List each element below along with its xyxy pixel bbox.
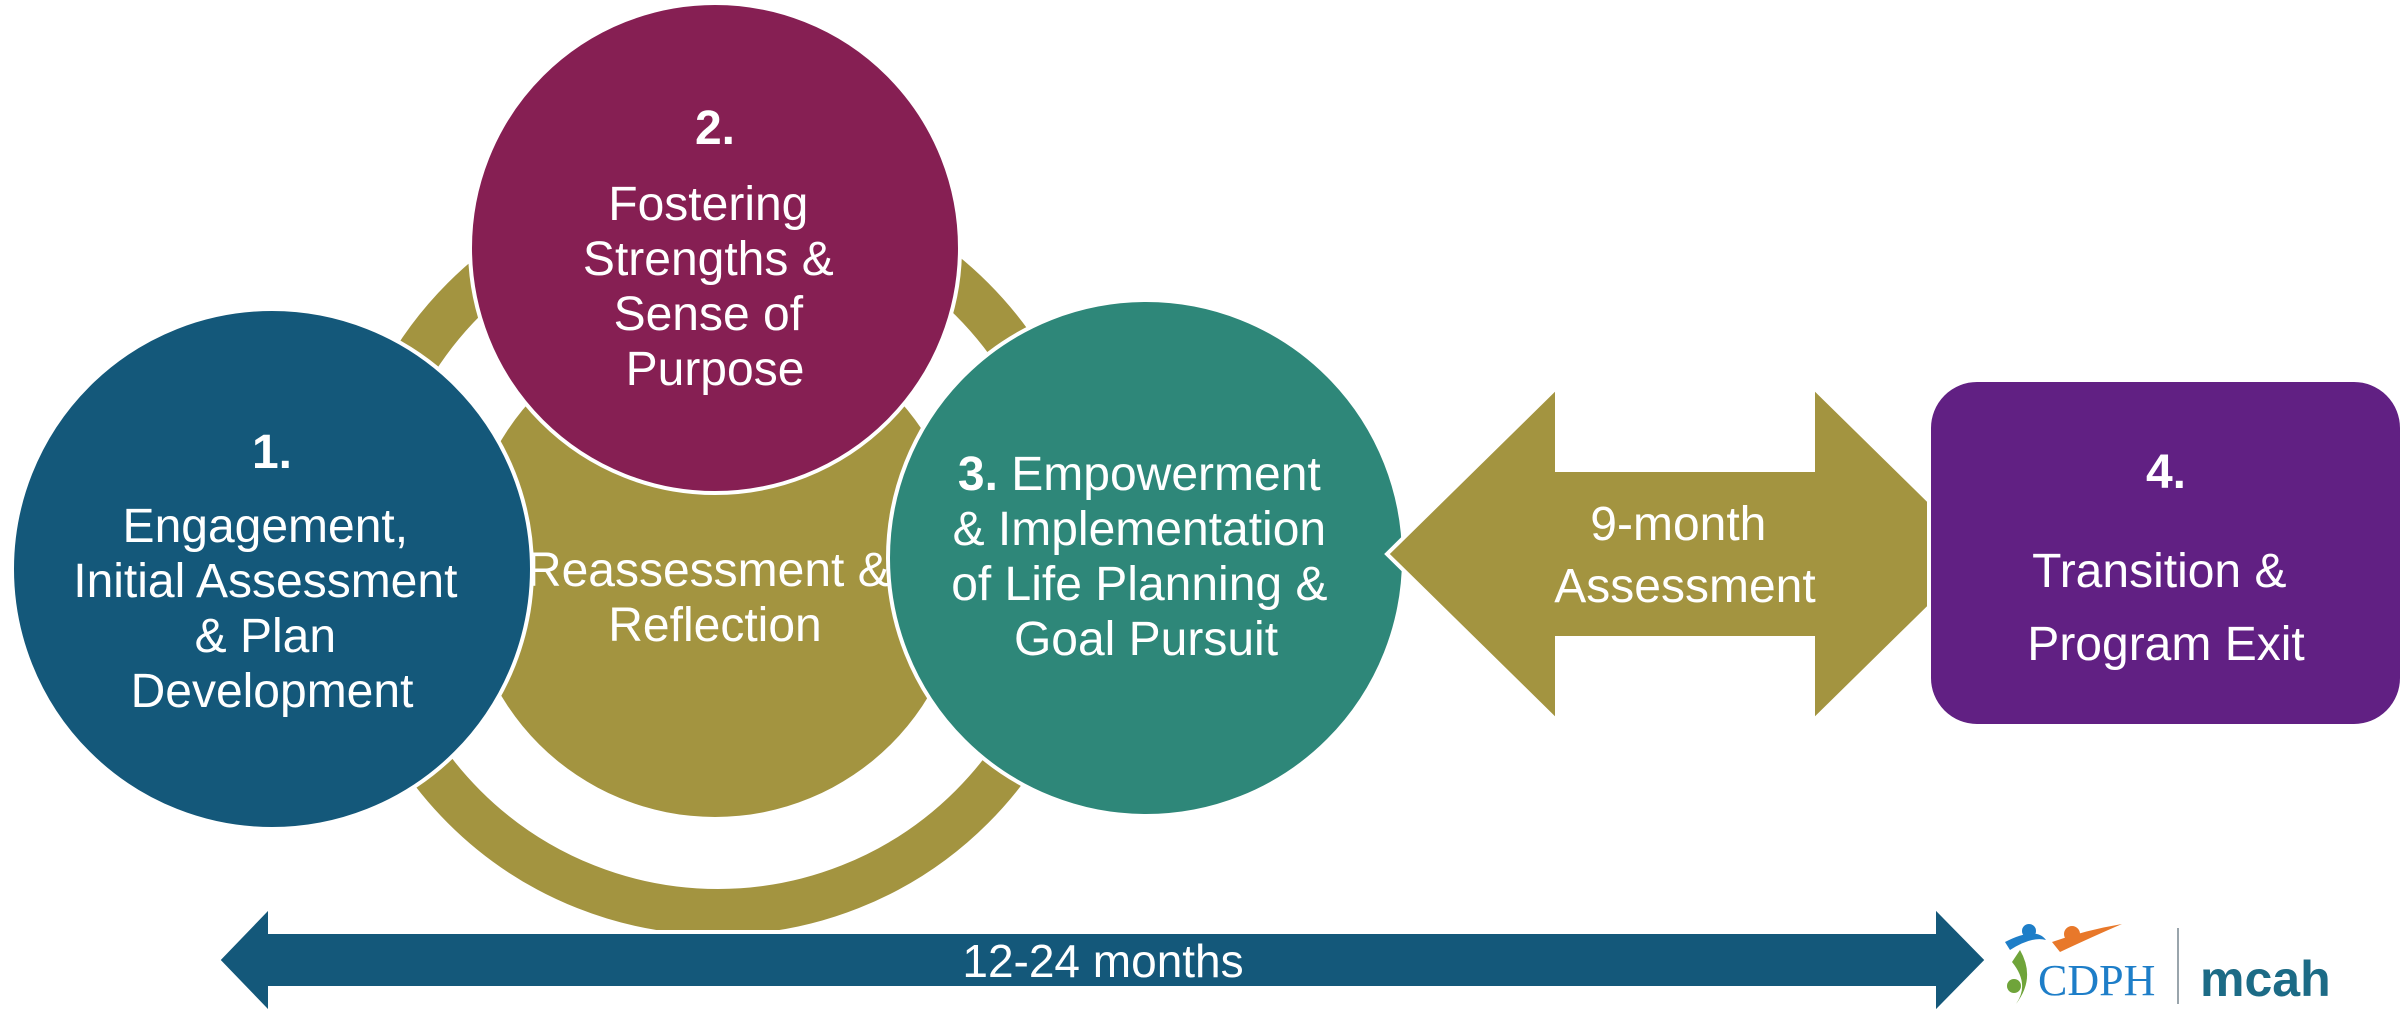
step4-number: 4. bbox=[2146, 446, 2186, 499]
mcah-wordmark: mcah bbox=[2200, 951, 2331, 1007]
timeline-arrow bbox=[215, 901, 1990, 1009]
timeline-label: 12-24 months bbox=[962, 935, 1243, 987]
step1-circle bbox=[10, 307, 534, 831]
cdph-wordmark: CDPH bbox=[2038, 956, 2155, 1005]
step2-circle bbox=[468, 1, 962, 495]
assessment-double-arrow bbox=[1384, 382, 1986, 726]
step4-label: Transition & Program Exit bbox=[2027, 545, 2304, 671]
step1-number: 1. bbox=[252, 426, 292, 479]
step2-label: Fostering Strengths & Sense of Purpose bbox=[583, 178, 847, 396]
step1-label: Engagement, Initial Assessment & Plan De… bbox=[73, 500, 471, 718]
step3-label: 3. Empowerment & Implementation of Life … bbox=[951, 448, 1341, 666]
cdph-logo: CDPH mcah bbox=[2005, 924, 2331, 1007]
cdph-figures-icon bbox=[2005, 924, 2122, 1004]
step4-box bbox=[1927, 378, 2402, 728]
assessment-label: 9-month Assessment bbox=[1554, 498, 1815, 613]
step2-number: 2. bbox=[695, 102, 735, 155]
reassessment-label: Reassessment & Reflection bbox=[527, 544, 903, 652]
